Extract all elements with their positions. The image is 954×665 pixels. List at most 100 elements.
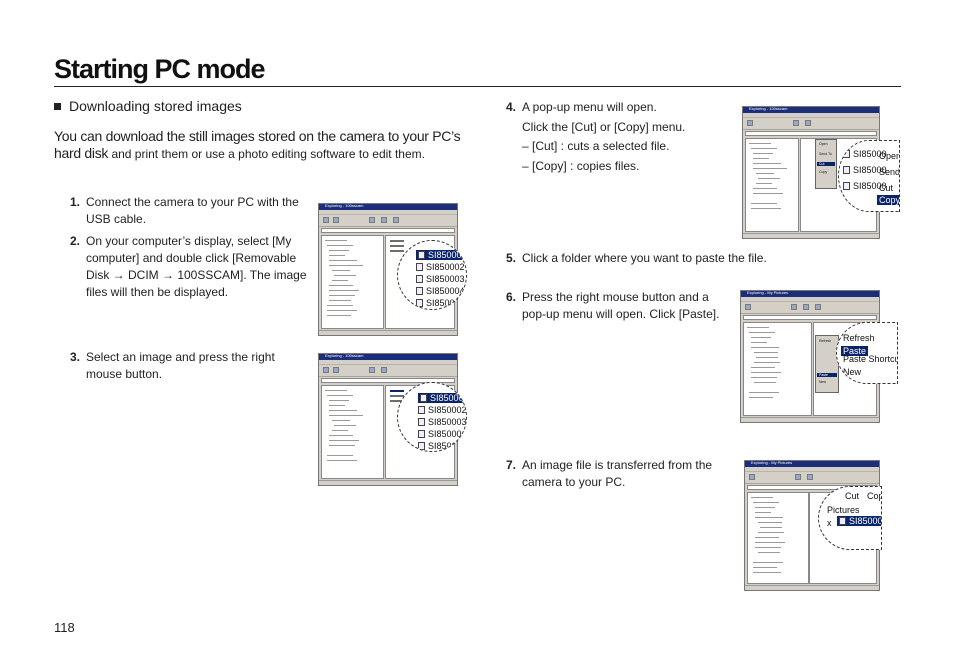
step-number: 5. bbox=[506, 251, 517, 265]
file-name: SI850004 bbox=[428, 429, 467, 439]
copy-icon bbox=[381, 217, 387, 223]
zoom-file-row: SI850002 bbox=[416, 262, 465, 272]
address-bar bbox=[743, 315, 877, 320]
file-icon bbox=[418, 406, 425, 414]
step-text: Press the right mouse button and a pop-u… bbox=[522, 290, 720, 321]
menu-item-copy[interactable]: Copy bbox=[819, 170, 828, 174]
intro-paragraph: You can download the still images stored… bbox=[54, 128, 474, 163]
zoom-menu-refresh[interactable]: Refresh bbox=[843, 333, 875, 343]
step-4: 4. A pop-up menu will open. Click the [C… bbox=[506, 99, 716, 136]
zoom-menu-cut[interactable]: Cut bbox=[845, 491, 860, 501]
menu-item-open[interactable]: Open bbox=[819, 142, 828, 146]
intro-small-text: and print them or use a photo editing so… bbox=[108, 147, 425, 161]
paste-icon bbox=[393, 217, 399, 223]
menu-item-paste[interactable]: Paste bbox=[817, 373, 837, 377]
status-bar bbox=[319, 480, 457, 485]
file-icon bbox=[418, 418, 425, 426]
folder-tree bbox=[743, 322, 812, 416]
file-icon bbox=[418, 430, 425, 438]
back-icon bbox=[323, 367, 329, 373]
file-icon bbox=[416, 299, 423, 307]
section-heading-text: Downloading stored images bbox=[69, 98, 242, 114]
file-name: SI850001 bbox=[849, 516, 881, 526]
file-name: SI85000 bbox=[853, 181, 887, 191]
copy-icon bbox=[805, 120, 811, 126]
step-text: Click a folder where you want to paste t… bbox=[522, 251, 767, 265]
zoom-menu-paste-shortcut[interactable]: Paste Shortcut bbox=[843, 354, 898, 364]
step-number: 4. bbox=[506, 100, 517, 114]
file-icon bbox=[418, 251, 425, 259]
toolbar bbox=[745, 472, 879, 484]
zoom-circle-files: SI850001 SI850002 SI850003 SI850004 SI85… bbox=[397, 240, 467, 310]
toolbar bbox=[743, 118, 879, 130]
address-bar bbox=[321, 378, 455, 383]
step-4-option-copy: – [Copy] : copies files. bbox=[522, 159, 640, 173]
menu-item-refresh[interactable]: Refresh bbox=[819, 339, 832, 343]
file-icon bbox=[843, 166, 850, 174]
step-text: On your computer’s display, select [My c… bbox=[86, 234, 307, 299]
step-6: 6. Press the right mouse button and a po… bbox=[506, 289, 728, 323]
zoom-folder-label: Pictures bbox=[827, 505, 860, 515]
back-icon bbox=[749, 474, 755, 480]
back-icon bbox=[323, 217, 329, 223]
window-title: Exploring - 100sscam bbox=[749, 106, 788, 111]
toolbar bbox=[741, 302, 879, 314]
step-number: 6. bbox=[506, 290, 517, 304]
section-heading: Downloading stored images bbox=[54, 98, 242, 114]
zoom-menu-send-to[interactable]: Send To bbox=[879, 167, 900, 177]
cut-icon bbox=[793, 120, 799, 126]
zoom-file-row: SI850002 bbox=[418, 405, 466, 415]
step-text: Select an image and press the right mous… bbox=[86, 350, 275, 381]
zoom-file-row: SI850005 bbox=[418, 441, 467, 451]
window-titlebar: Exploring - My Pictures bbox=[745, 461, 879, 467]
zoom-menu-cut[interactable]: Cut bbox=[879, 183, 894, 193]
copy-icon bbox=[803, 304, 809, 310]
menu-item-new[interactable]: New bbox=[819, 380, 827, 384]
file-name: SI85000 bbox=[853, 149, 887, 159]
folder-tree bbox=[321, 385, 385, 479]
forward-icon bbox=[333, 367, 339, 373]
screenshot-explorer-camera: Exploring - 100sscam bbox=[318, 203, 458, 336]
file-icon bbox=[843, 182, 850, 190]
zoom-circle-select: SI850001 SI850002 SI850003 SI850004 SI85… bbox=[397, 382, 467, 452]
step-5: 5. Click a folder where you want to past… bbox=[506, 250, 806, 267]
title-rule bbox=[54, 86, 901, 87]
window-titlebar: Exploring - 100sscam bbox=[319, 204, 457, 210]
cut-icon bbox=[795, 474, 801, 480]
file-icon bbox=[418, 442, 425, 450]
address-bar bbox=[321, 228, 455, 233]
step-number: 1. bbox=[70, 195, 81, 209]
status-bar bbox=[319, 330, 457, 335]
window-title: Exploring - 100sscam bbox=[325, 203, 364, 208]
address-bar bbox=[745, 131, 877, 136]
file-name: SI850003 bbox=[428, 417, 467, 427]
file-icon bbox=[420, 394, 427, 402]
zoom-file-row: SI850003 bbox=[416, 274, 465, 284]
context-menu: Open Send To Cut Copy bbox=[815, 139, 837, 189]
toolbar bbox=[319, 365, 457, 377]
forward-icon bbox=[333, 217, 339, 223]
menu-item-send-to[interactable]: Send To bbox=[819, 152, 832, 156]
file-name: SI850003 bbox=[426, 274, 465, 284]
copy-icon bbox=[381, 367, 387, 373]
zoom-menu-copy[interactable]: Copy bbox=[867, 491, 881, 501]
status-bar bbox=[745, 585, 879, 590]
close-icon[interactable]: x bbox=[827, 518, 832, 528]
file-icon bbox=[839, 517, 846, 525]
zoom-menu-copy[interactable]: Copy bbox=[877, 195, 899, 205]
zoom-menu-new[interactable]: New bbox=[843, 367, 862, 377]
square-bullet-icon bbox=[54, 102, 61, 110]
intro-large-text: You can download the still images stored… bbox=[54, 128, 461, 161]
file-name: SI850005 bbox=[428, 441, 467, 451]
menu-bar bbox=[745, 467, 879, 472]
zoom-menu-open[interactable]: Open bbox=[879, 151, 900, 161]
zoom-menu-paste[interactable]: Paste bbox=[841, 346, 869, 356]
context-menu: Refresh Paste New bbox=[815, 335, 839, 393]
zoom-file-row: SI850001 bbox=[837, 516, 881, 526]
menu-item-cut[interactable]: Cut bbox=[817, 162, 835, 166]
file-icon bbox=[416, 275, 423, 283]
file-name: SI850001 bbox=[428, 250, 467, 260]
cut-icon bbox=[369, 217, 375, 223]
menu-bar bbox=[741, 297, 879, 302]
step-text: An image file is transferred from the ca… bbox=[522, 458, 713, 489]
